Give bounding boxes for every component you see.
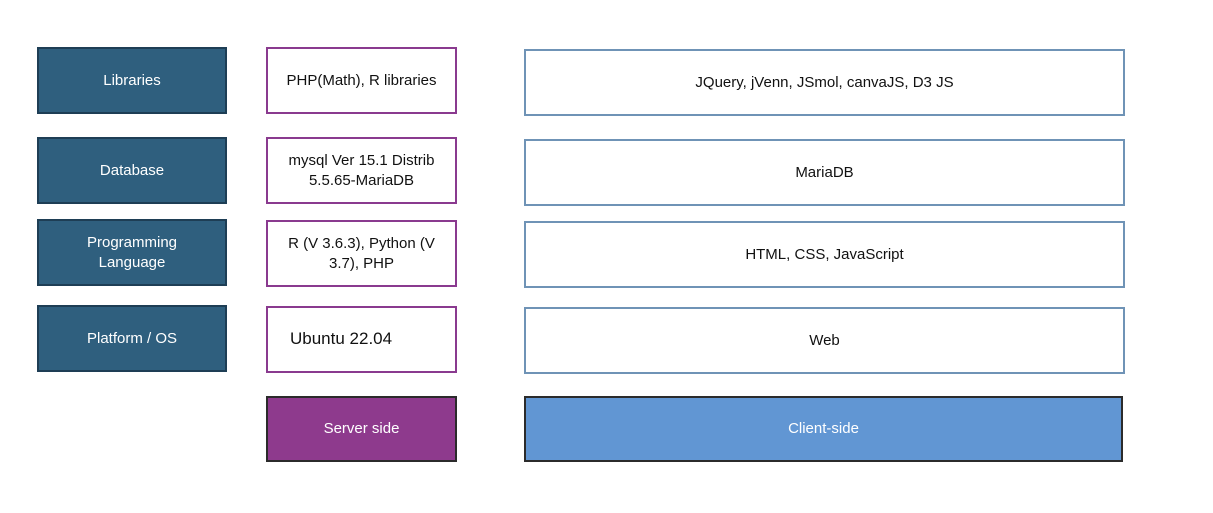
label-platform-os-text: Platform / OS bbox=[86, 329, 178, 347]
client-programming-language: HTML, CSS, JavaScript bbox=[524, 221, 1125, 288]
server-libraries: PHP(Math), R libraries bbox=[266, 47, 457, 114]
server-side-footer: Server side bbox=[266, 396, 457, 462]
server-database-text: mysql Ver 15.1 Distrib 5.5.65-MariaDB bbox=[288, 152, 435, 189]
client-database-text: MariaDB bbox=[795, 163, 854, 181]
server-programming-language-text: R (V 3.6.3), Python (V 3.7), PHP bbox=[288, 235, 435, 272]
client-programming-language-text: HTML, CSS, JavaScript bbox=[745, 245, 904, 263]
label-database-text: Database bbox=[99, 161, 165, 179]
client-platform-os: Web bbox=[524, 307, 1125, 374]
label-platform-os: Platform / OS bbox=[37, 305, 227, 372]
client-libraries: JQuery, jVenn, JSmol, canvaJS, D3 JS bbox=[524, 49, 1125, 116]
client-libraries-text: JQuery, jVenn, JSmol, canvaJS, D3 JS bbox=[695, 73, 954, 91]
label-programming-language: Programming Language bbox=[37, 219, 227, 286]
label-programming-language-text: Programming Language bbox=[86, 234, 178, 271]
client-side-footer-text: Client-side bbox=[788, 420, 859, 438]
client-platform-os-text: Web bbox=[809, 331, 840, 349]
server-platform-os: Ubuntu 22.04 bbox=[266, 306, 457, 373]
client-side-footer: Client-side bbox=[524, 396, 1123, 462]
server-programming-language: R (V 3.6.3), Python (V 3.7), PHP bbox=[266, 220, 457, 287]
client-database: MariaDB bbox=[524, 139, 1125, 206]
server-side-footer-text: Server side bbox=[323, 420, 400, 438]
server-database: mysql Ver 15.1 Distrib 5.5.65-MariaDB bbox=[266, 137, 457, 204]
label-database: Database bbox=[37, 137, 227, 204]
label-libraries: Libraries bbox=[37, 47, 227, 114]
server-platform-os-text: Ubuntu 22.04 bbox=[290, 329, 393, 348]
server-libraries-text: PHP(Math), R libraries bbox=[286, 71, 437, 89]
label-libraries-text: Libraries bbox=[103, 71, 161, 89]
